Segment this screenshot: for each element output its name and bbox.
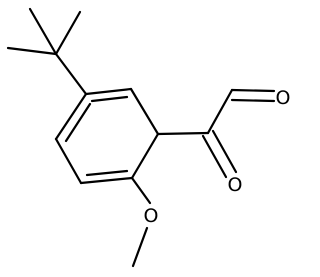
ring-bond-c1-c2	[84, 87, 133, 96]
ring-double-bond-inner-top	[90, 95, 129, 103]
bond-ketone-co-double	[211, 129, 238, 174]
glyoxal-side-chain	[156, 88, 276, 179]
ring-bond-c3-c4	[130, 132, 160, 180]
aldehyde-oxygen-label: O	[276, 87, 291, 109]
ring-bond-c6-c1	[54, 92, 88, 141]
ring-bond-c5-c6	[54, 137, 83, 185]
bond-ketone-co-single	[201, 134, 228, 179]
ring-double-bond-inner-left	[64, 102, 92, 143]
bond-tbu-methyl-top-right	[54, 10, 82, 56]
bond-tbu-methyl-left	[6, 46, 58, 56]
bond-tbu-methyl-top-left	[28, 7, 58, 56]
tert-butyl-group	[6, 7, 88, 96]
bond-aldehyde-co-single	[230, 88, 276, 93]
bond-aldehyde-co-double	[230, 98, 276, 103]
bond-tbu-to-ring	[54, 52, 88, 96]
bond-ring-to-ketone-carbon	[156, 131, 210, 136]
benzene-ring	[54, 87, 160, 185]
chemical-structure-diagram: O O O	[6, 7, 291, 268]
bond-ketone-to-aldehyde-carbon	[206, 88, 234, 135]
bond-methoxy-oxygen-to-methyl	[131, 226, 149, 268]
ketone-oxygen-label: O	[228, 174, 243, 196]
ring-bond-c4-c5	[79, 176, 134, 185]
bond-ring-to-methoxy-oxygen	[130, 176, 152, 205]
methoxy-oxygen-label: O	[144, 205, 159, 227]
ring-double-bond-inner-bottom	[85, 169, 129, 177]
ring-bond-c2-c3	[129, 87, 160, 136]
methoxy-group	[130, 176, 152, 268]
